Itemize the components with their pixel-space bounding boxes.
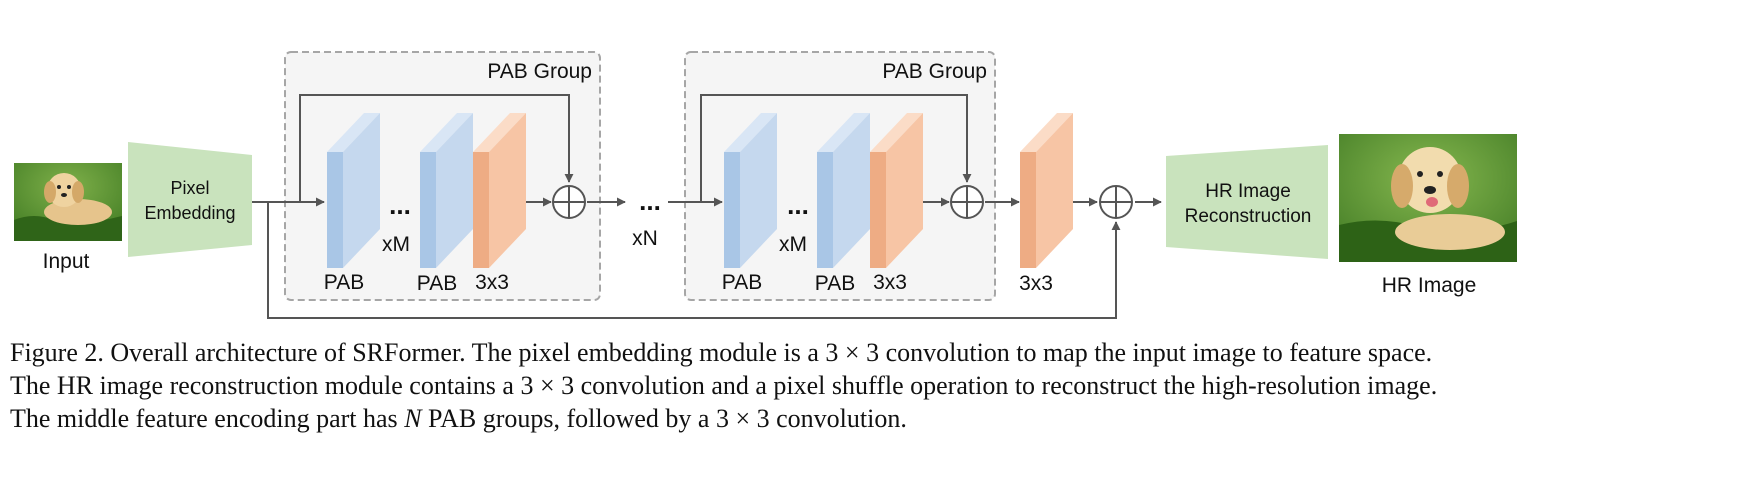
pab-block <box>420 113 473 268</box>
conv-3x3-block <box>870 113 923 268</box>
caption-line-2: The HR image reconstruction module conta… <box>10 371 1438 400</box>
hr-reconstruction-module <box>1166 145 1328 259</box>
hr-image-label: HR Image <box>1382 274 1477 297</box>
repeat-m-label: xM <box>382 233 410 256</box>
caption-line-3: The middle feature encoding part has N P… <box>10 402 1735 435</box>
caption-line-1: Figure 2. Overall architecture of SRForm… <box>10 338 1433 367</box>
caption-line-3-suffix: PAB groups, followed by a 3 × 3 convolut… <box>421 404 907 433</box>
pab-block <box>327 113 380 268</box>
pixel-embedding-module <box>128 142 252 257</box>
ellipsis: ... <box>389 190 411 220</box>
sum-node <box>950 185 984 219</box>
conv-3x3-label: 3x3 <box>873 271 907 294</box>
ellipsis: ... <box>639 186 661 216</box>
pab-group-title-2: PAB Group <box>882 60 987 83</box>
pab-label: PAB <box>815 272 855 295</box>
pab-label: PAB <box>324 271 364 294</box>
srformer-architecture-diagram: PAB Group PAB Group Input Pixel Embeddin… <box>14 51 1517 319</box>
input-image <box>14 163 122 241</box>
caption-variable-n: N <box>404 404 422 433</box>
final-conv-3x3-label: 3x3 <box>1019 272 1053 295</box>
repeat-n-label: xN <box>632 227 658 250</box>
repeat-m-label: xM <box>779 233 807 256</box>
hr-reconstruction-label-line2: Reconstruction <box>1185 206 1312 227</box>
pab-label: PAB <box>417 272 457 295</box>
global-skip-connection <box>267 202 1121 319</box>
skip-connection-group-1 <box>299 94 574 202</box>
conv-3x3-block <box>473 113 526 268</box>
conv-3x3-label: 3x3 <box>475 271 509 294</box>
pab-group-title-1: PAB Group <box>487 60 592 83</box>
pixel-embedding-label-line1: Pixel <box>170 178 209 198</box>
caption-line-3-prefix: The middle feature encoding part has <box>10 404 405 433</box>
pab-block <box>817 113 870 268</box>
input-label: Input <box>43 250 90 273</box>
final-conv-3x3-block <box>1020 113 1073 268</box>
ellipsis: ... <box>787 190 809 220</box>
pixel-embedding-label-line2: Embedding <box>144 203 235 223</box>
skip-connection-group-2 <box>700 94 972 202</box>
hr-output-image <box>1339 134 1517 262</box>
pab-block <box>724 113 777 268</box>
pab-label: PAB <box>722 271 762 294</box>
sum-node <box>1099 185 1133 219</box>
sum-node <box>552 185 586 219</box>
figure-caption: Figure 2. Overall architecture of SRForm… <box>10 336 1735 435</box>
hr-reconstruction-label-line1: HR Image <box>1205 181 1291 202</box>
